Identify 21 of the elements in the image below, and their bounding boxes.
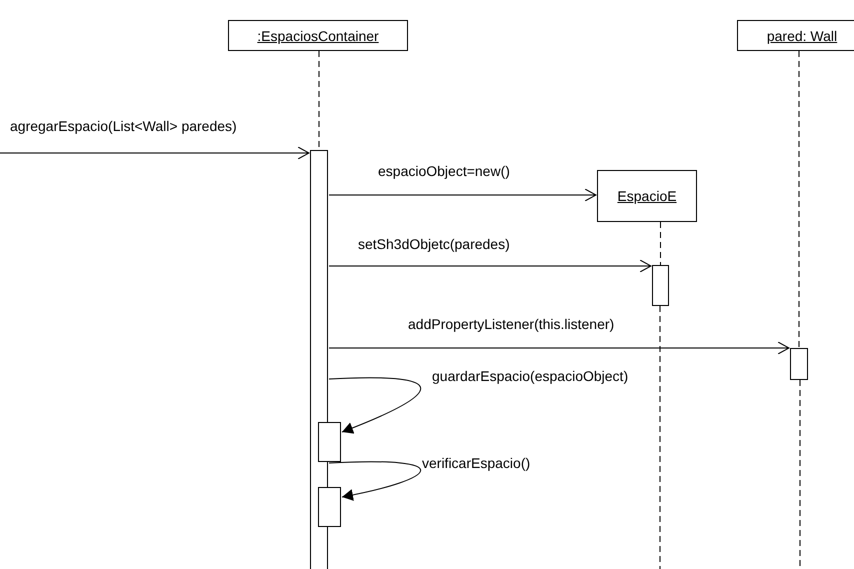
message-arrow: [328, 260, 652, 272]
edge-label: setSh3dObjetc(paredes): [358, 236, 510, 252]
activation-bar: [790, 348, 808, 380]
message-arrow: [0, 146, 310, 160]
object-box: pared: Wall: [737, 20, 854, 51]
message-arrow: [328, 342, 790, 354]
lifeline: [660, 222, 661, 266]
object-box: EspacioE: [597, 170, 697, 222]
message-arrow: [328, 377, 422, 434]
activation-bar: [318, 422, 341, 462]
edge-label: espacioObject=new(): [378, 163, 510, 179]
edge-label: verificarEspacio(): [422, 455, 530, 471]
message-arrow: [328, 188, 596, 202]
edge-label: addPropertyListener(this.listener): [408, 316, 614, 332]
lifeline: [798, 50, 800, 348]
activation-bar: [652, 265, 669, 306]
edge-label: guardarEspacio(espacioObject): [432, 368, 628, 384]
object-box: :EspaciosContainer: [228, 20, 408, 51]
edge-label: agregarEspacio(List<Wall> paredes): [10, 118, 237, 134]
activation-bar: [318, 487, 341, 527]
message-arrow: [328, 461, 422, 501]
